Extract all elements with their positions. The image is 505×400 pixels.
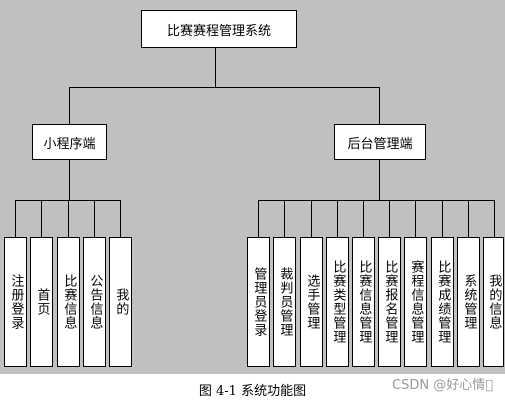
figure-caption: 图 4-1 系统功能图 xyxy=(198,384,307,399)
branch-node-mini-program: 小程序端 xyxy=(32,124,107,160)
diagram-canvas: 比赛赛程管理系统 小程序端 后台管理端 注册登录 首页 比赛信息 公告信息 我的… xyxy=(0,0,505,374)
connector-right-leaf xyxy=(337,200,338,237)
connector-right-leaf xyxy=(284,200,285,237)
connector-right-leaf xyxy=(311,200,312,237)
connector-root-down xyxy=(215,48,216,87)
connector-left-leaf xyxy=(41,200,42,237)
leaf-match-type-management: 比赛类型管理 xyxy=(326,237,349,367)
connector-right-leaf xyxy=(494,200,495,237)
connector-left-leaf xyxy=(68,200,69,237)
connector-right-leaf xyxy=(415,200,416,237)
leaf-referee-management: 裁判员管理 xyxy=(273,237,296,367)
connector-right-bar xyxy=(258,200,495,201)
leaf-home: 首页 xyxy=(30,237,53,367)
leaf-registration-management: 比赛报名管理 xyxy=(378,237,401,367)
leaf-match-info-management: 比赛信息管理 xyxy=(352,237,375,367)
connector-right-leaf xyxy=(389,200,390,237)
connector-right-leaf xyxy=(258,200,259,237)
connector-right-leaf xyxy=(468,200,469,237)
connector-left-leaf xyxy=(15,200,16,237)
root-node: 比赛赛程管理系统 xyxy=(141,10,297,48)
leaf-player-management: 选手管理 xyxy=(300,237,323,367)
connector-branch-left-down xyxy=(69,87,70,124)
connector-left-leaf xyxy=(120,200,121,237)
connector-branch-right-down xyxy=(379,87,380,124)
leaf-register-login: 注册登录 xyxy=(4,237,27,367)
leaf-match-info: 比赛信息 xyxy=(57,237,80,367)
connector-left-leaf xyxy=(94,200,95,237)
connector-right-leaf xyxy=(363,200,364,237)
leaf-mine: 我的 xyxy=(109,237,132,367)
watermark: CSDN @好心情  xyxy=(392,378,493,393)
leaf-system-management: 系统管理 xyxy=(457,237,480,367)
connector-right-down xyxy=(379,160,380,200)
connector-right-leaf xyxy=(442,200,443,237)
branch-node-admin: 后台管理端 xyxy=(334,124,426,160)
leaf-notice-info: 公告信息 xyxy=(83,237,106,367)
leaf-schedule-management: 赛程信息管理 xyxy=(404,237,427,367)
leaf-score-management: 比赛成绩管理 xyxy=(431,237,454,367)
connector-left-down xyxy=(69,160,70,200)
connector-branches-bar xyxy=(69,87,380,88)
leaf-my-info: 我的信息 xyxy=(483,237,504,367)
leaf-admin-login: 管理员登录 xyxy=(247,237,270,367)
